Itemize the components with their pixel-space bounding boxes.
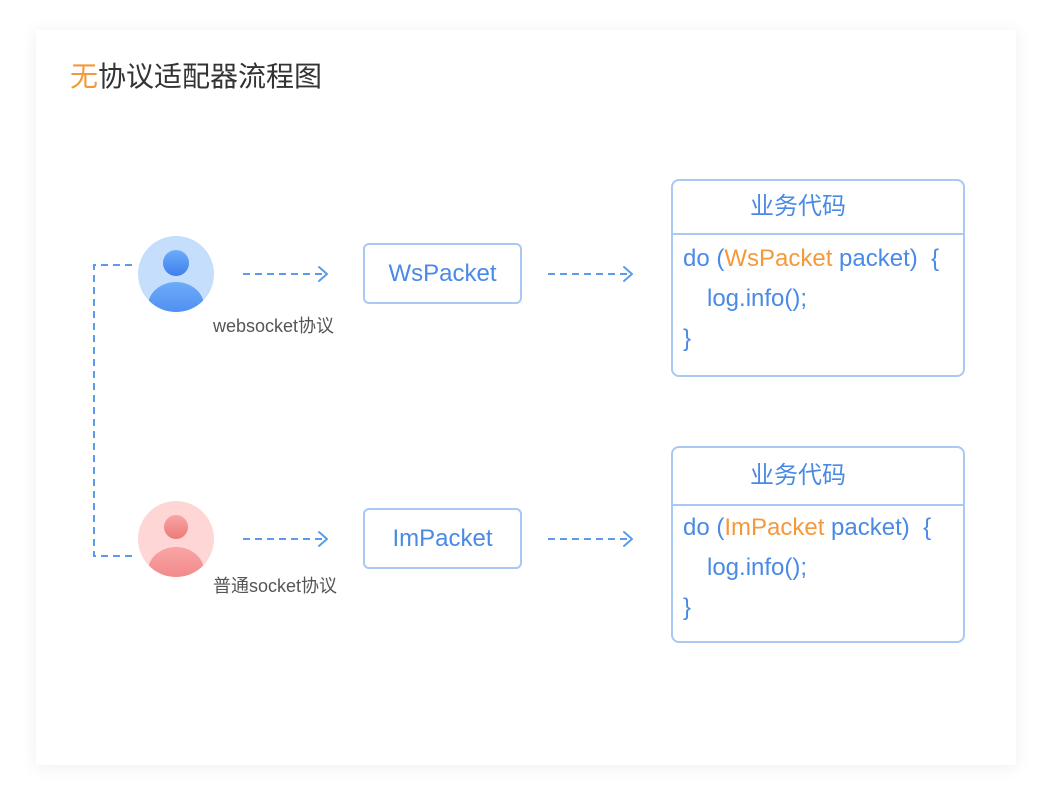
business-code-box-ws: 业务代码 do (WsPacket packet) { log.info(); … xyxy=(671,179,965,377)
code-box-body: do (ImPacket packet) { log.info(); } xyxy=(673,506,963,628)
arrow-avatar-to-impacket xyxy=(243,531,328,547)
code-prefix: do ( xyxy=(683,514,725,541)
code-suffix: packet) { xyxy=(832,245,940,272)
code-prefix: do ( xyxy=(683,245,725,272)
packet-box-impacket: ImPacket xyxy=(363,508,522,569)
code-line-body: log.info(); xyxy=(707,554,808,581)
code-param-type: WsPacket xyxy=(724,245,833,272)
packet-box-wspacket: WsPacket xyxy=(363,243,522,304)
code-suffix: packet) { xyxy=(824,514,932,541)
code-param-type: ImPacket xyxy=(724,514,825,541)
page-title: 无协议适配器流程图 xyxy=(70,59,322,95)
title-text: 协议适配器流程图 xyxy=(98,61,323,92)
protocol-bracket-line xyxy=(93,264,132,557)
arrow-impacket-to-code xyxy=(548,531,633,547)
user-avatar-icon xyxy=(138,236,214,312)
code-line-close: } xyxy=(683,325,692,352)
code-line-signature: do (ImPacket packet) { xyxy=(683,508,963,548)
arrow-wspacket-to-code xyxy=(548,266,633,282)
code-line-close: } xyxy=(683,594,692,621)
code-box-header: 业务代码 xyxy=(673,448,963,506)
arrow-avatar-to-wspacket xyxy=(243,266,328,282)
business-code-box-im: 业务代码 do (ImPacket packet) { log.info(); … xyxy=(671,446,965,643)
title-accent: 无 xyxy=(70,61,99,92)
code-line-signature: do (WsPacket packet) { xyxy=(683,239,963,279)
code-line-body: log.info(); xyxy=(707,285,808,312)
protocol-label-websocket: websocket协议 xyxy=(213,316,335,336)
code-box-header: 业务代码 xyxy=(673,181,963,235)
user-avatar-icon xyxy=(138,501,214,577)
code-box-body: do (WsPacket packet) { log.info(); } xyxy=(673,235,963,359)
protocol-label-plain-socket: 普通socket协议 xyxy=(213,576,338,596)
